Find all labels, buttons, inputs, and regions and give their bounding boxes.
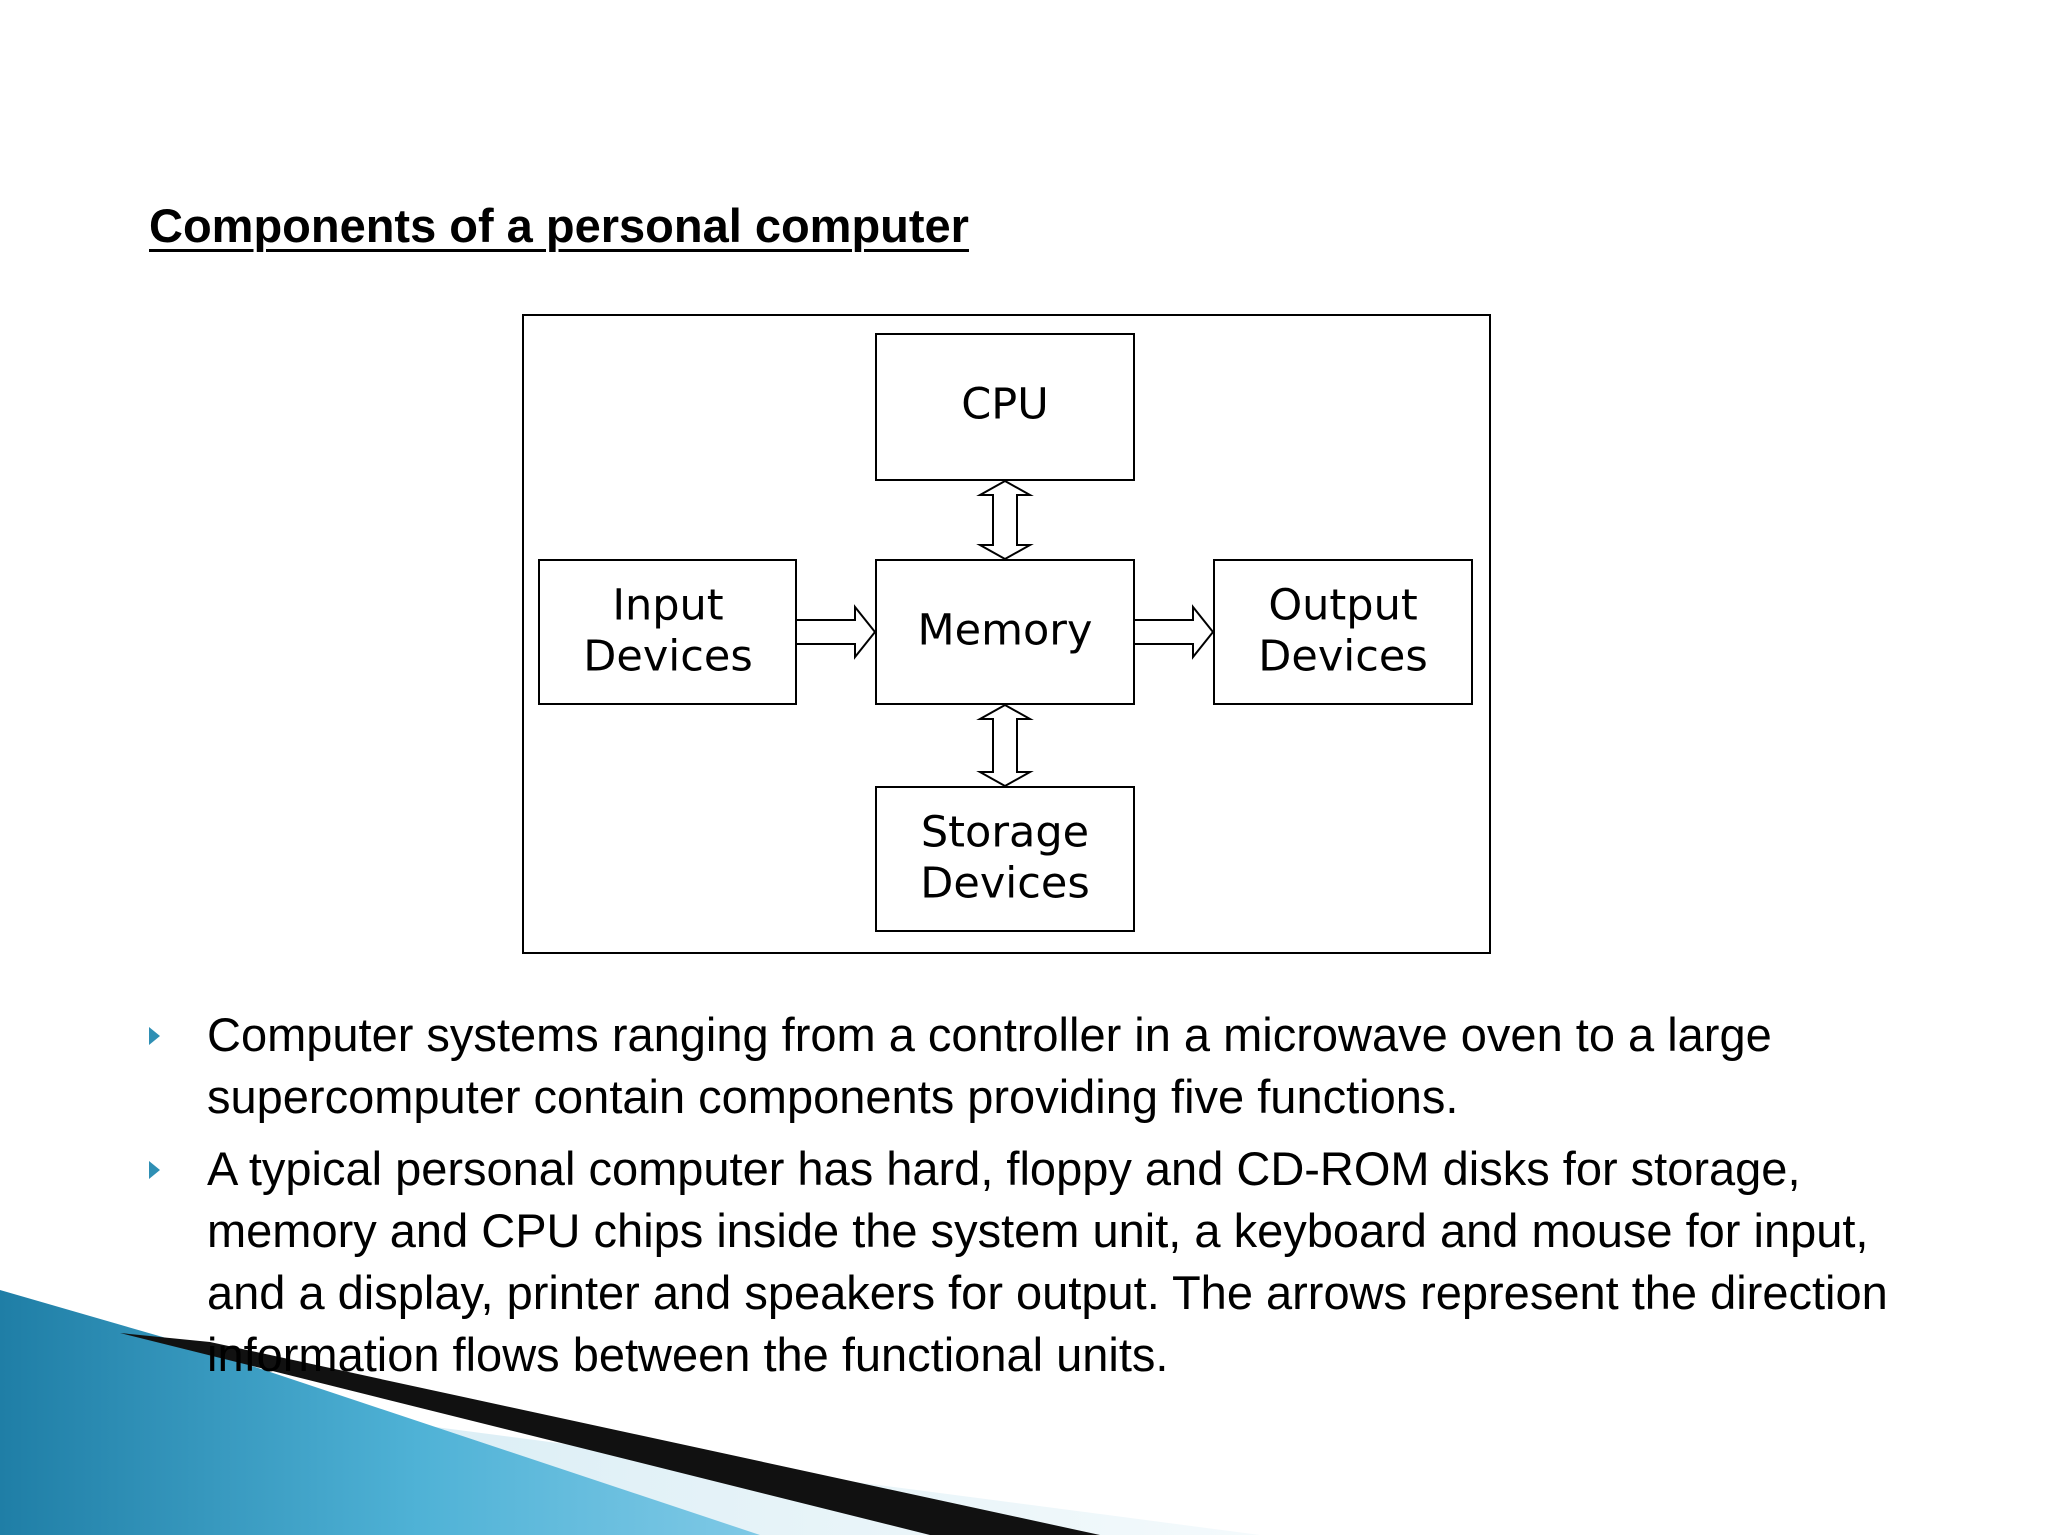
bullet-item: Computer systems ranging from a controll… xyxy=(145,1004,1945,1128)
storage-devices-label-line-1: Storage xyxy=(921,808,1089,858)
cpu-box: CPU xyxy=(875,333,1135,481)
triangle-bullet-icon xyxy=(149,1027,160,1045)
bullet-text: A typical personal computer has hard, fl… xyxy=(207,1142,1888,1381)
output-devices-box: Output Devices xyxy=(1213,559,1473,705)
input-devices-box: Input Devices xyxy=(538,559,797,705)
bullet-list: Computer systems ranging from a controll… xyxy=(145,1004,1945,1396)
output-devices-label-line-1: Output xyxy=(1268,581,1417,631)
triangle-bullet-icon xyxy=(149,1161,160,1179)
computer-components-diagram: CPU Input Devices Memory Output Devices … xyxy=(522,314,1491,954)
input-devices-label-line-2: Devices xyxy=(583,632,752,682)
arrow-memory-to-output xyxy=(1133,604,1215,660)
storage-devices-box: Storage Devices xyxy=(875,786,1135,932)
memory-label: Memory xyxy=(918,606,1093,656)
arrow-input-to-memory xyxy=(795,604,877,660)
bullet-item: A typical personal computer has hard, fl… xyxy=(145,1138,1945,1386)
memory-box: Memory xyxy=(875,559,1135,705)
corner-swoosh-decoration xyxy=(0,1290,1260,1535)
output-devices-label-line-2: Devices xyxy=(1258,632,1427,682)
storage-devices-label-line-2: Devices xyxy=(920,859,1089,909)
arrow-cpu-memory-bidirectional xyxy=(976,479,1034,561)
cpu-label: CPU xyxy=(961,380,1048,430)
arrow-memory-storage-bidirectional xyxy=(976,703,1034,788)
input-devices-label-line-1: Input xyxy=(612,581,723,631)
slide-title: Components of a personal computer xyxy=(149,199,969,252)
bullet-text: Computer systems ranging from a controll… xyxy=(207,1008,1772,1123)
